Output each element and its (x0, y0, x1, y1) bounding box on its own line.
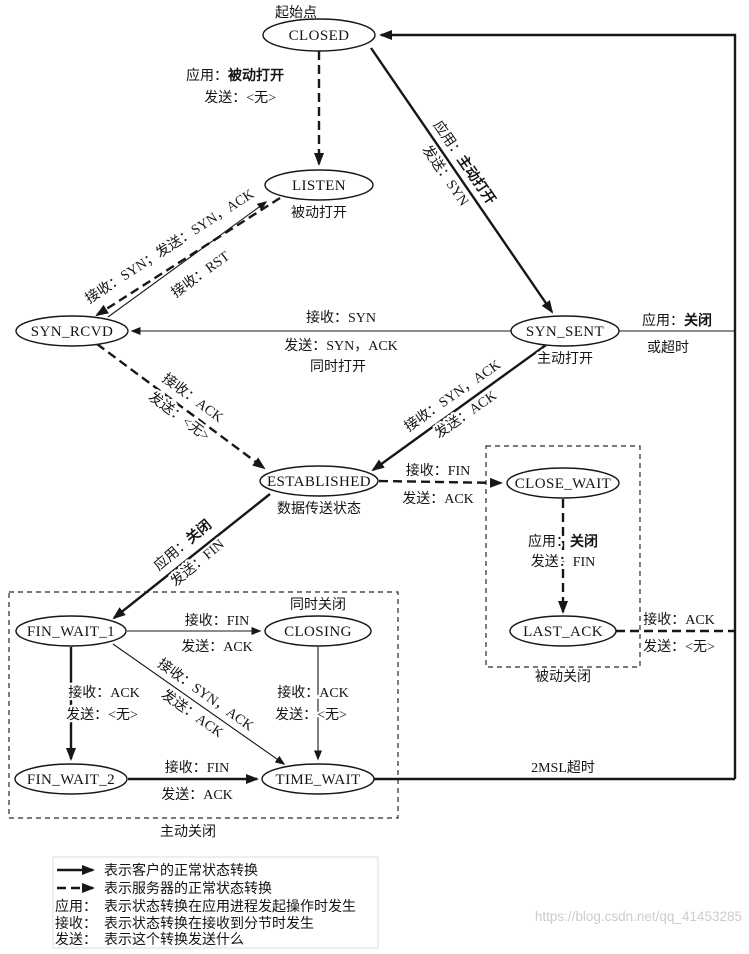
state-label-established: ESTABLISHED (267, 474, 371, 490)
edge-syn-rcvd-to-listen (107, 201, 268, 318)
edge-label-fin-wait-2-time-wait: 接收：FIN 发送：ACK (159, 757, 235, 806)
svg-text:发送：ACK: 发送：ACK (402, 491, 474, 507)
state-ellipse-syn-rcvd (15, 315, 129, 347)
svg-text:同时打开: 同时打开 (310, 358, 366, 375)
state-label-closing: CLOSING (284, 624, 352, 640)
edge-label-closed-listen-1: 应用：被动打开 (186, 67, 284, 84)
state-ellipse-fin-wait-1 (15, 615, 127, 647)
legend-dashed-label: 表示服务器的正常状态转换 (104, 880, 272, 897)
csdn-watermark: https://blog.csdn.net/qq_41453285 (535, 909, 742, 924)
state-label-close-wait: CLOSE_WAIT (515, 476, 612, 492)
legend-border (52, 856, 379, 949)
edge-label-established-close-wait: 接收：FIN 发送：ACK (400, 460, 476, 510)
start-point-label: 起始点 (275, 5, 317, 21)
edge-label-close-wait-last-ack: 应用：关闭 发送：FIN (526, 531, 601, 573)
edge-closed-to-syn-sent (370, 47, 554, 314)
state-ellipse-last-ack (509, 615, 617, 647)
edge-label-closing-time-wait: 接收：ACK 发送：<无> (273, 682, 351, 726)
state-node-closed: CLOSED (262, 18, 376, 52)
state-label-syn-rcvd: SYN_RCVD (31, 324, 113, 340)
svg-text:或超时: 或超时 (647, 340, 689, 356)
edge-established-to-close-wait (378, 477, 503, 488)
svg-text:接收：ACK: 接收：ACK (68, 684, 140, 701)
edge-label-syn-sent-closed: 应用：关闭 或超时 (640, 310, 715, 359)
svg-text:发送：FIN: 发送：FIN (531, 554, 596, 570)
svg-text:发送：<无>: 发送：<无> (275, 707, 347, 723)
legend-term-recv: 接收： (55, 915, 97, 932)
state-node-last-ack: LAST_ACK (509, 615, 617, 647)
state-node-established: ESTABLISHED 数据传送状态 (259, 465, 379, 519)
svg-text:发送：ACK: 发送：ACK (181, 639, 253, 655)
state-node-fin-wait-2: FIN_WAIT_2 (14, 763, 128, 795)
state-node-listen: LISTEN 被动打开 (264, 169, 374, 223)
state-ellipse-established (259, 465, 379, 497)
state-ellipse-closed (262, 18, 376, 52)
edge-label-syn-rcvd-listen: 接收：RST (168, 247, 233, 301)
svg-text:应用：关闭: 应用：关闭 (528, 533, 598, 550)
edge-label-syn-sent-syn-rcvd: 接收：SYN 发送：SYN，ACK 同时打开 (282, 307, 400, 378)
state-label-syn-sent: SYN_SENT (526, 324, 604, 340)
svg-text:发送：<无>: 发送：<无> (66, 707, 138, 723)
svg-text:应用：关闭: 应用：关闭 (642, 312, 712, 329)
state-ellipse-time-wait (261, 763, 375, 795)
legend: 表示客户的正常状态转换 表示服务器的正常状态转换 应用： 表示状态转换在应用进程… (52, 856, 379, 949)
svg-text:发送：ACK: 发送：ACK (161, 787, 233, 803)
svg-text:接收：FIN: 接收：FIN (165, 759, 230, 776)
edge-label-time-wait-closed: 2MSL超时 (531, 760, 595, 776)
svg-text:接收：ACK: 接收：ACK (277, 684, 349, 701)
svg-text:发送：<无>: 发送：<无> (643, 639, 715, 655)
state-ellipse-syn-sent (510, 315, 620, 347)
edge-established-to-fin-wait-1 (112, 493, 271, 620)
state-label-last-ack: LAST_ACK (523, 624, 603, 640)
svg-text:发送：SYN，ACK: 发送：SYN，ACK (284, 338, 398, 354)
state-sub-established: 数据传送状态 (277, 501, 361, 517)
state-node-fin-wait-1: FIN_WAIT_1 (15, 615, 127, 647)
edge-label-closed-listen-2: 发送：<无> (204, 90, 276, 106)
state-sub-syn-sent: 主动打开 (537, 350, 593, 367)
edge-syn-sent-to-established (371, 344, 547, 472)
passive-close-group-label: 被动关闭 (535, 669, 591, 685)
state-ellipse-closing (264, 615, 372, 647)
state-node-closing: CLOSING 同时关闭 (264, 595, 372, 647)
state-node-close-wait: CLOSE_WAIT (506, 467, 620, 499)
state-ellipse-close-wait (506, 467, 620, 499)
edge-syn-rcvd-to-established (96, 343, 266, 470)
edge-label-fin-wait-1-closing: 接收：FIN 发送：ACK (179, 610, 255, 658)
state-ellipse-listen (264, 169, 374, 201)
legend-desc-recv: 表示状态转换在接收到分节时发生 (104, 915, 314, 932)
edge-right-side-to-closed (379, 30, 737, 779)
state-ellipse-fin-wait-2 (14, 763, 128, 795)
state-sub-closing: 同时关闭 (290, 597, 346, 613)
passive-close-group-box (485, 445, 641, 668)
edge-listen-to-syn-rcvd (95, 196, 281, 317)
legend-term-app: 应用： (55, 898, 97, 915)
state-label-fin-wait-1: FIN_WAIT_1 (27, 624, 115, 640)
state-node-time-wait: TIME_WAIT (261, 763, 375, 795)
legend-term-send: 发送： (55, 932, 97, 948)
active-close-group-label: 主动关闭 (160, 824, 216, 840)
svg-text:接收：ACK: 接收：ACK (643, 611, 715, 628)
legend-desc-app: 表示状态转换在应用进程发起操作时发生 (104, 898, 356, 915)
state-sub-listen: 被动打开 (291, 204, 347, 221)
state-label-closed: CLOSED (289, 28, 350, 44)
legend-solid-label: 表示客户的正常状态转换 (104, 862, 258, 879)
edge-label-syn-rcvd-established: 接收：ACK 发送：<无> (143, 367, 229, 446)
svg-text:接收：FIN: 接收：FIN (406, 462, 471, 479)
svg-text:接收：SYN: 接收：SYN (306, 309, 376, 326)
edge-fin-wait-1-to-time-wait (112, 643, 286, 765)
state-label-listen: LISTEN (292, 178, 346, 194)
edge-label-fin-wait-1-fin-wait-2: 接收：ACK 发送：<无> (64, 682, 142, 726)
legend-desc-send: 表示这个转换发送什么 (104, 931, 244, 948)
state-label-fin-wait-2: FIN_WAIT_2 (27, 772, 115, 788)
state-label-time-wait: TIME_WAIT (275, 772, 360, 788)
state-node-syn-rcvd: SYN_RCVD (15, 315, 129, 347)
active-close-group-box (8, 591, 399, 819)
state-node-syn-sent: SYN_SENT 主动打开 (510, 315, 620, 369)
svg-text:接收：FIN: 接收：FIN (185, 612, 250, 629)
edge-label-last-ack-closed: 接收：ACK 发送：<无> (641, 609, 717, 658)
edge-label-syn-sent-established: 接收：SYN，ACK 发送：ACK (399, 354, 506, 444)
